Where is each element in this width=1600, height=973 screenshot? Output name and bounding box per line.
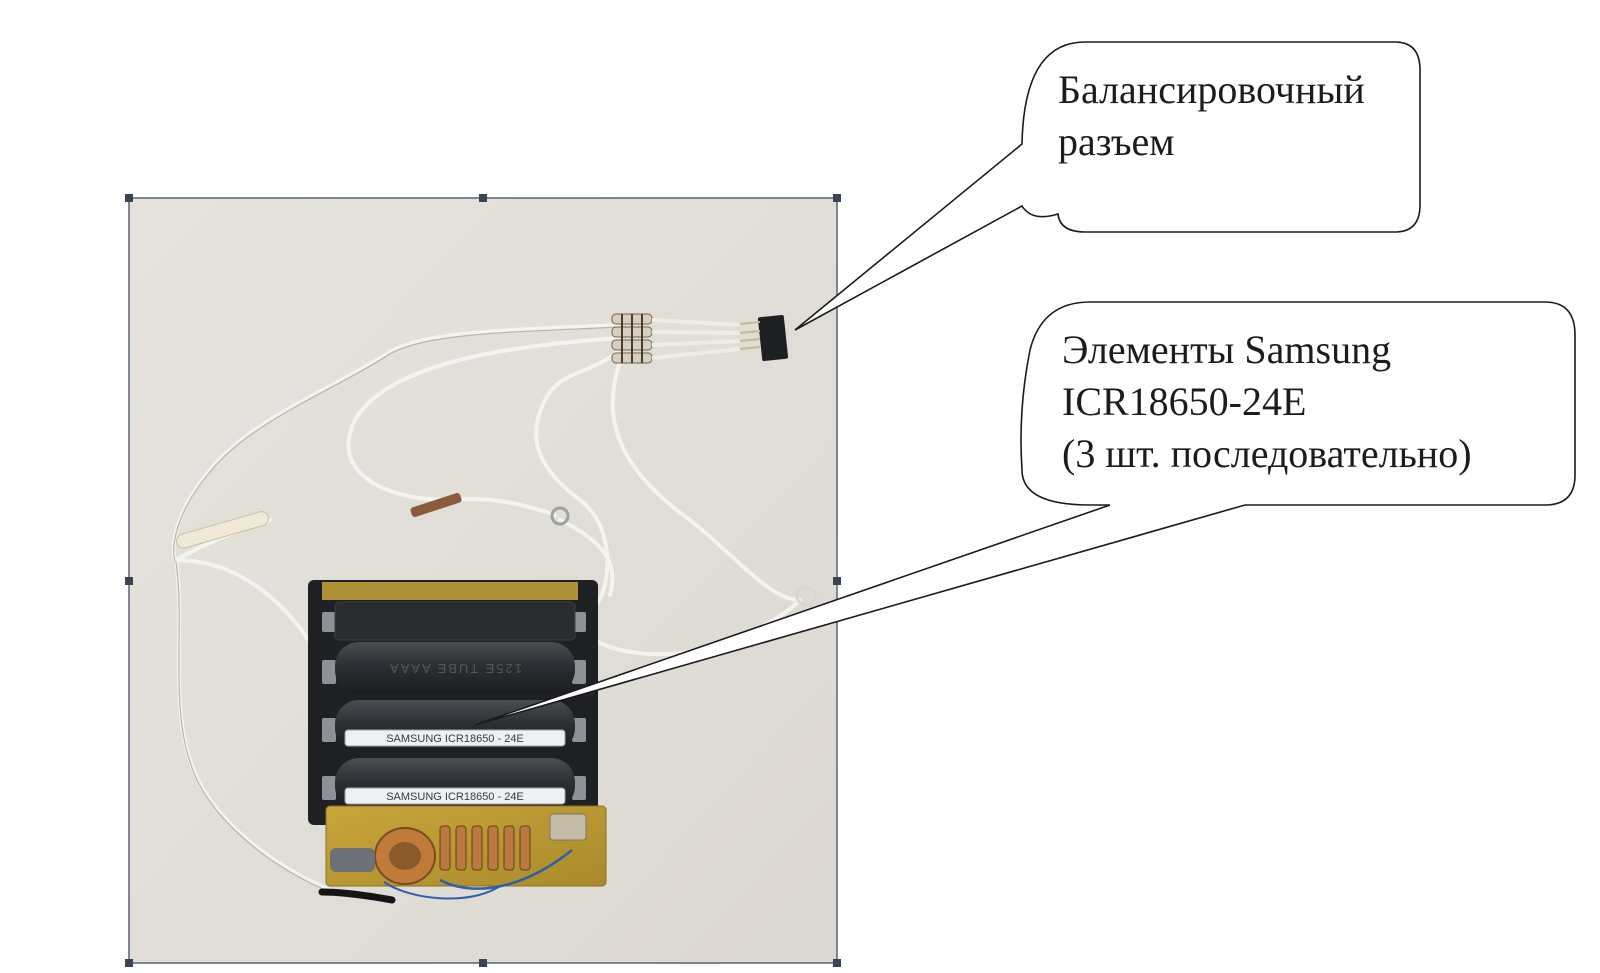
callout-cells-line-2: ICR18650-24E bbox=[1062, 379, 1307, 424]
callout-cells-line-1: Элементы Samsung bbox=[1062, 327, 1392, 372]
battery-holder: 125E TUBE AAAA SAMSUNG ICR18650 - 24E SA… bbox=[308, 580, 598, 825]
callout-balance-shape bbox=[794, 41, 1421, 331]
callout-balance-connector bbox=[794, 41, 1421, 331]
selection-handles bbox=[125, 194, 841, 967]
callout-cells-text: Элементы Samsung ICR18650-24E (3 шт. пос… bbox=[1062, 324, 1472, 480]
wire-loop-right bbox=[795, 585, 817, 607]
wire-loop bbox=[550, 506, 570, 526]
pcb bbox=[318, 805, 607, 904]
callout-balance-line-1: Балансировочный bbox=[1058, 67, 1365, 112]
cell-2-label: SAMSUNG ICR18650 - 24E bbox=[386, 733, 524, 745]
photo: 125E TUBE AAAA SAMSUNG ICR18650 - 24E SA… bbox=[125, 194, 841, 967]
heat-shrink-sleeve bbox=[176, 511, 269, 549]
cell-3-label: SAMSUNG ICR18650 - 24E bbox=[386, 791, 524, 803]
callout-cells-line-3: (3 шт. последовательно) bbox=[1062, 431, 1472, 476]
callout-balance-line-2: разъем bbox=[1058, 119, 1175, 164]
copper-splice bbox=[410, 492, 462, 518]
wire-shadows bbox=[173, 326, 621, 893]
balance-connector bbox=[739, 314, 789, 362]
cell-3-label-strip bbox=[344, 787, 566, 805]
cell-2-label-strip bbox=[344, 729, 566, 747]
top-cell-marking: 125E TUBE AAAA bbox=[388, 661, 522, 676]
callout-cells-shape bbox=[474, 301, 1576, 726]
callout-cells bbox=[474, 301, 1576, 726]
cell-1 bbox=[335, 642, 575, 694]
balance-resistors bbox=[611, 313, 741, 364]
callout-balance-text: Балансировочный разъем bbox=[1058, 64, 1365, 168]
